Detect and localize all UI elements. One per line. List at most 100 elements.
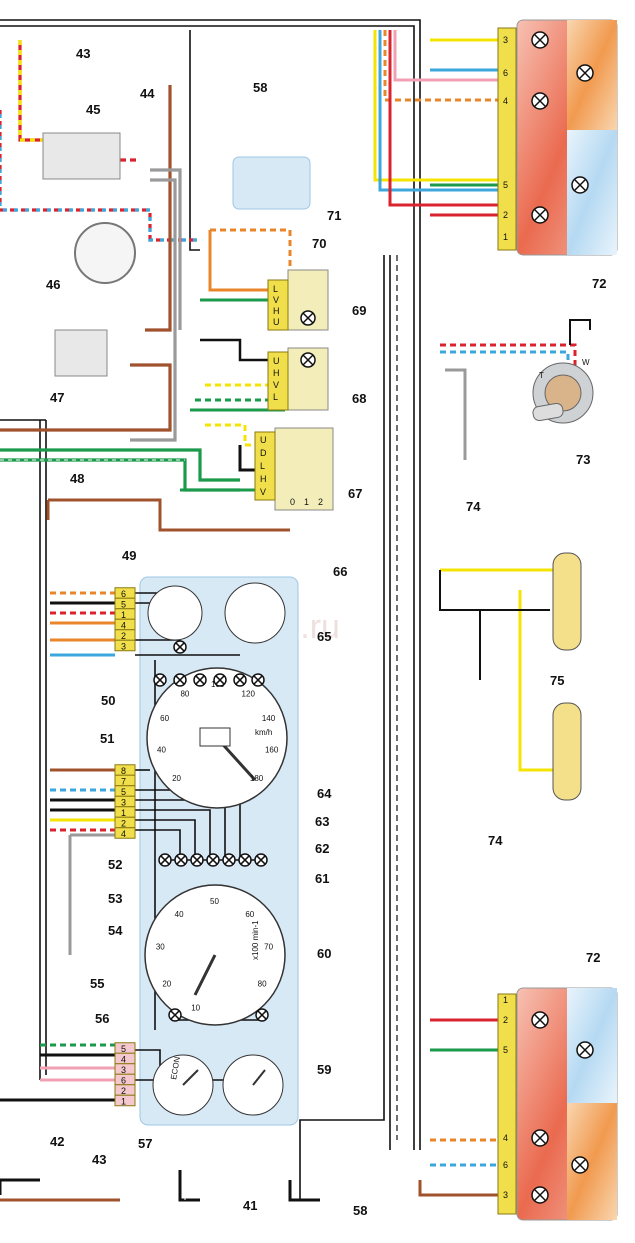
indicator-lamp: [174, 853, 188, 867]
connector-pin: 4: [121, 829, 126, 839]
connector-pin: 2: [121, 631, 126, 641]
switch-67-pin: U: [260, 435, 267, 445]
warning-lamp: [173, 673, 187, 687]
switch-67-pin: D: [260, 448, 267, 458]
instrument-cluster-panel: [139, 576, 299, 1126]
component-label-72: 72: [586, 950, 600, 965]
switch-67-pin: V: [260, 487, 266, 497]
lamp-72-upper-pin: 2: [503, 210, 508, 220]
temp-gauge-59: [222, 1054, 284, 1116]
component-label-43: 43: [76, 46, 90, 61]
lamp-72-lower-pin: 5: [503, 1045, 508, 1055]
speed-tick: 60: [160, 714, 169, 723]
switch-67-pin: L: [260, 461, 265, 471]
connector-pin: 4: [121, 621, 126, 631]
speed-tick: 160: [265, 746, 279, 755]
component-label-62: 62: [315, 841, 329, 856]
lamp-bulb: [576, 64, 594, 82]
lamp-bulb: [571, 1156, 589, 1174]
lamp-bulb: [531, 1129, 549, 1147]
component-label-55: 55: [90, 976, 104, 991]
switch-67-position: 1: [304, 497, 309, 507]
switch-69-pin: L: [273, 284, 278, 294]
connector-pin: 2: [121, 1086, 126, 1096]
indicator-lamp: [238, 853, 252, 867]
switch-69-pin: V: [273, 295, 279, 305]
component-label-69: 69: [352, 303, 366, 318]
switch-67-position: 2: [318, 497, 323, 507]
component-label-75: 75: [550, 673, 564, 688]
warning-lamp: [251, 673, 265, 687]
tacho-unit: x100 min-1: [251, 920, 260, 960]
warning-lamp: [193, 673, 207, 687]
connector-pin: 3: [121, 798, 126, 808]
component-label-44: 44: [140, 86, 155, 101]
component-label-43: 43: [92, 1152, 106, 1167]
tacho-tick: 30: [156, 942, 165, 951]
connector-pin: 3: [121, 642, 126, 652]
gauge-65: [224, 582, 286, 644]
indicator-lamp: [206, 853, 220, 867]
tacho-tick: 20: [162, 980, 171, 989]
warning-lamp: [213, 673, 227, 687]
lamp-bulb: [576, 1041, 594, 1059]
connector-pin: 7: [121, 777, 126, 787]
component-label-47: 47: [50, 390, 64, 405]
lamp-72-upper-pin: 1: [503, 232, 508, 242]
component-label-46: 46: [46, 277, 60, 292]
speed-unit: km/h: [255, 728, 272, 737]
switch-69-pin: H: [273, 306, 280, 316]
speed-tick: 120: [242, 689, 256, 698]
relay-71: [232, 156, 311, 210]
lamp-block-72-lower: [497, 987, 618, 1221]
tacho-tick: 40: [175, 910, 184, 919]
speedometer-51: [146, 667, 288, 809]
tacho-tick: 60: [245, 910, 254, 919]
component-label-72: 72: [592, 276, 606, 291]
lamps-75: [439, 552, 582, 801]
relay-47: [54, 329, 108, 377]
component-label-74: 74: [466, 499, 481, 514]
component-label-57: 57: [138, 1136, 152, 1151]
component-label-65: 65: [317, 629, 331, 644]
component-label-52: 52: [108, 857, 122, 872]
component-label-58: 58: [253, 80, 267, 95]
component-label-61: 61: [315, 871, 329, 886]
wires-cluster-left: [0, 498, 290, 1102]
warning-lamp: [233, 673, 247, 687]
switch-45: [42, 132, 121, 180]
component-label-59: 59: [317, 1062, 331, 1077]
lamp-72-upper-pin: 6: [503, 68, 508, 78]
speed-tick: 80: [180, 689, 189, 698]
component-label-68: 68: [352, 391, 366, 406]
component-label-56: 56: [95, 1011, 109, 1026]
lamp-72-lower-pin: 1: [503, 995, 508, 1005]
switch-68-lamp: [300, 352, 316, 368]
connector-pin: 6: [121, 589, 126, 599]
indicator-lamp: [190, 853, 204, 867]
connector-pin: 6: [121, 1076, 126, 1086]
connector-pin: 3: [121, 1065, 126, 1075]
switch-67-position: 0: [290, 497, 295, 507]
tacho-tick: 80: [258, 980, 267, 989]
tachometer-60: [144, 884, 286, 1026]
lamp-72-upper-pin: 3: [503, 35, 508, 45]
speed-tick: 20: [172, 774, 181, 783]
connector-pin: 5: [121, 600, 126, 610]
switch-68-pin: V: [273, 380, 279, 390]
component-labels: 4142434344454647484950515253545556575858…: [46, 46, 606, 1218]
connector-pin: 1: [121, 610, 126, 620]
switch-block-68: [267, 347, 329, 411]
lamp-72-upper-pin: 4: [503, 96, 508, 106]
lamp-bulb: [531, 1011, 549, 1029]
switch-68-pin: H: [273, 368, 280, 378]
fuel-sender-t-label: T: [539, 371, 544, 380]
fuel-indicator-49: [147, 585, 203, 641]
wires-bottom: [0, 1170, 320, 1202]
component-label-66: 66: [333, 564, 347, 579]
